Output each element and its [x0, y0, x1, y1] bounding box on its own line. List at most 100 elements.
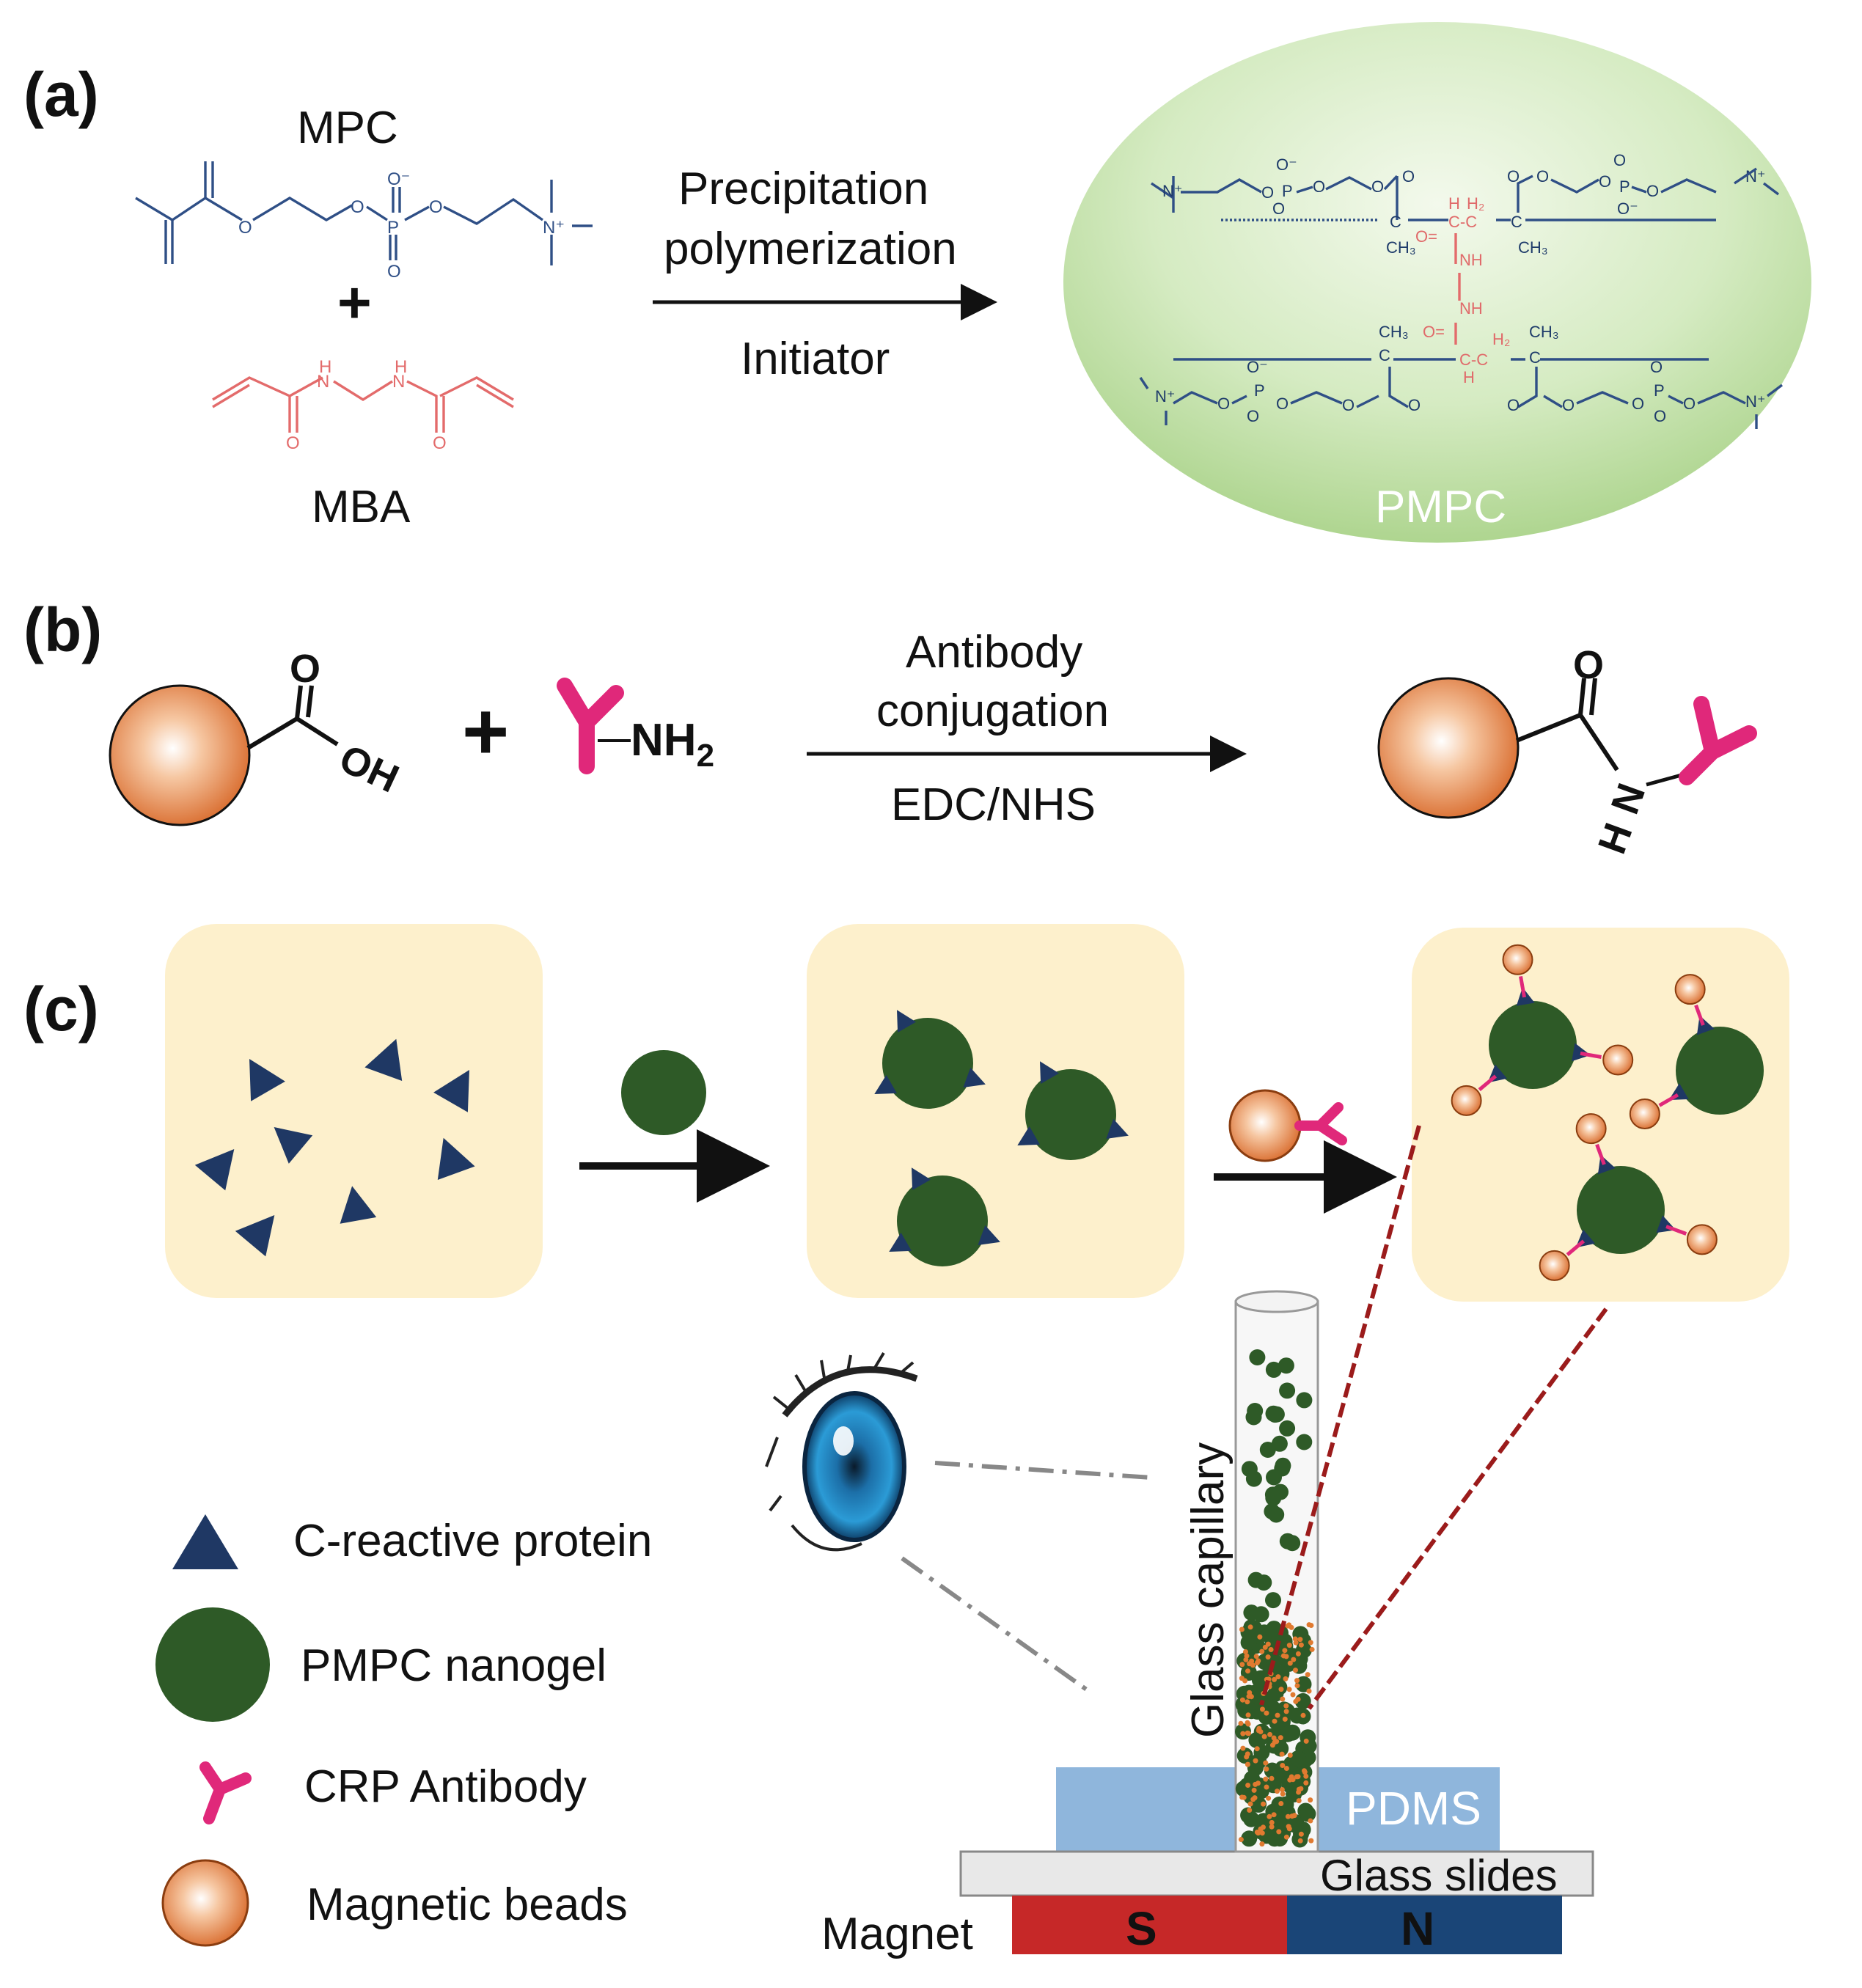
- nanogel-dot: [1264, 1503, 1280, 1520]
- captured-bead-dot: [1305, 1672, 1311, 1678]
- svg-text:O: O: [1507, 167, 1520, 186]
- captured-bead-dot: [1286, 1622, 1292, 1628]
- amide-oxygen: O: [1573, 643, 1604, 687]
- reaction-a-line1: Precipitation: [678, 164, 928, 214]
- zoom-leader-upper: [1259, 1125, 1421, 1706]
- amide-nitrogen: N: [1603, 778, 1654, 820]
- amine-label: NH2: [631, 715, 714, 774]
- captured-bead-dot: [1239, 1662, 1245, 1668]
- svg-text:N⁺: N⁺: [1155, 387, 1176, 406]
- zoom-leader-lower: [1307, 1307, 1608, 1710]
- nanogel-dot: [1267, 1406, 1283, 1423]
- captured-bead-dot: [1252, 1795, 1258, 1801]
- svg-text:H: H: [1463, 368, 1475, 386]
- reaction-a-line2: polymerization: [664, 224, 957, 274]
- glass-capillary: [1234, 1290, 1319, 1853]
- nanogel-reagent-icon: [621, 1050, 706, 1135]
- captured-bead-dot: [1267, 1813, 1272, 1819]
- crp-triangle-icon: [1106, 1118, 1129, 1139]
- antibody-link-icon: [1519, 976, 1527, 998]
- crp-triangle-icon: [963, 1067, 986, 1087]
- antibody-link-icon: [1580, 1051, 1602, 1059]
- captured-bead-dot: [1250, 1662, 1256, 1668]
- crp-triangle-icon: [978, 1225, 1000, 1245]
- svg-text:C-C: C-C: [1459, 351, 1488, 369]
- legend: C-reactive protein PMPC nanogel CRP Anti…: [155, 1514, 652, 1947]
- legend-nanogel-label: PMPC nanogel: [301, 1640, 606, 1691]
- captured-bead-dot: [1247, 1690, 1253, 1695]
- capillary-label: Glass capillary: [1183, 1442, 1234, 1738]
- svg-text:O: O: [1654, 407, 1666, 425]
- nanogel-icon: [1676, 1027, 1764, 1115]
- captured-bead-dot: [1269, 1775, 1275, 1781]
- captured-bead-dot: [1308, 1818, 1313, 1824]
- captured-bead-dot: [1272, 1676, 1278, 1682]
- svg-text:O: O: [1507, 396, 1520, 414]
- captured-bead-dot: [1244, 1653, 1250, 1659]
- captured-bead-dot: [1295, 1774, 1301, 1780]
- captured-bead-dot: [1247, 1801, 1253, 1807]
- svg-text:O: O: [1272, 199, 1285, 218]
- captured-bead-dot: [1265, 1654, 1271, 1660]
- mpc-label: MPC: [297, 103, 398, 153]
- svg-text:O: O: [429, 197, 443, 217]
- captured-bead-dot: [1308, 1623, 1314, 1628]
- captured-bead-dot: [1260, 1706, 1265, 1712]
- svg-text:P: P: [1619, 177, 1630, 196]
- captured-bead-dot: [1263, 1760, 1269, 1766]
- crp-triangle-icon: [897, 1010, 917, 1032]
- legend-antibody-label: CRP Antibody: [304, 1761, 587, 1812]
- sight-line-lower: [901, 1556, 1094, 1696]
- captured-bead-dot: [1303, 1738, 1309, 1744]
- svg-text:C: C: [1511, 213, 1522, 231]
- captured-bead-dot: [1267, 1731, 1273, 1737]
- reaction-b-line2: conjugation: [876, 686, 1109, 736]
- crp-triangles: [194, 1038, 475, 1257]
- svg-text:O=: O=: [1415, 227, 1437, 246]
- nanogel-dot: [1278, 1357, 1294, 1374]
- svg-text:C-C: C-C: [1448, 213, 1477, 231]
- legend-crp-label: C-reactive protein: [293, 1516, 652, 1566]
- svg-text:H₂: H₂: [1467, 194, 1484, 213]
- carboxyl-bead: [109, 684, 251, 826]
- conjugated-antibody-icon: [1679, 696, 1757, 785]
- svg-text:P: P: [387, 218, 399, 238]
- captured-bead-dot: [1283, 1709, 1289, 1714]
- nanogel-dot: [1265, 1361, 1282, 1378]
- antibody-link-icon: [1665, 1225, 1687, 1236]
- svg-text:O⁻: O⁻: [1247, 358, 1268, 376]
- magnetic-bead-icon: [1629, 1098, 1660, 1129]
- nanogel-icon: [1489, 1001, 1577, 1089]
- svg-text:P: P: [1654, 381, 1665, 400]
- nanogel-dot: [1265, 1592, 1281, 1609]
- captured-bead-dot: [1243, 1649, 1248, 1654]
- nanogel-dot: [1275, 1457, 1291, 1474]
- captured-bead-dot: [1264, 1710, 1269, 1716]
- captured-bead-dot: [1280, 1696, 1286, 1702]
- magnetic-bead-icon: [1674, 974, 1706, 1005]
- svg-text:O: O: [1613, 151, 1626, 169]
- pmpc-structure: N⁺ O P O⁻ O O O O C CH₃ H H₂ C-C O= NH N…: [1139, 151, 1784, 429]
- captured-nanogel-dot: [1289, 1707, 1305, 1724]
- captured-bead-dot: [1283, 1654, 1289, 1659]
- svg-text:CH₃: CH₃: [1529, 323, 1559, 341]
- captured-bead-dot: [1278, 1687, 1284, 1692]
- svg-text:O: O: [433, 433, 447, 453]
- antibody-link-icon: [1478, 1074, 1498, 1091]
- nanogel-icon: [1025, 1069, 1116, 1160]
- crp-triangle-icon: [912, 1167, 931, 1190]
- svg-text:H: H: [1448, 194, 1460, 213]
- nanogel-dot: [1249, 1349, 1266, 1365]
- crp-triangle-icon: [889, 1232, 912, 1252]
- magnet-south-label: S: [1126, 1902, 1157, 1955]
- captured-nanogel-dot: [1243, 1811, 1260, 1827]
- captured-bead-dot: [1295, 1651, 1301, 1657]
- legend-antibody-icon: [199, 1761, 252, 1824]
- captured-bead-dot: [1247, 1624, 1253, 1630]
- crp-triangle-icon: [340, 1186, 377, 1224]
- captured-bead-dot: [1280, 1791, 1286, 1797]
- magnetic-bead-icon: [1502, 944, 1533, 975]
- nanogel-dot: [1296, 1434, 1313, 1450]
